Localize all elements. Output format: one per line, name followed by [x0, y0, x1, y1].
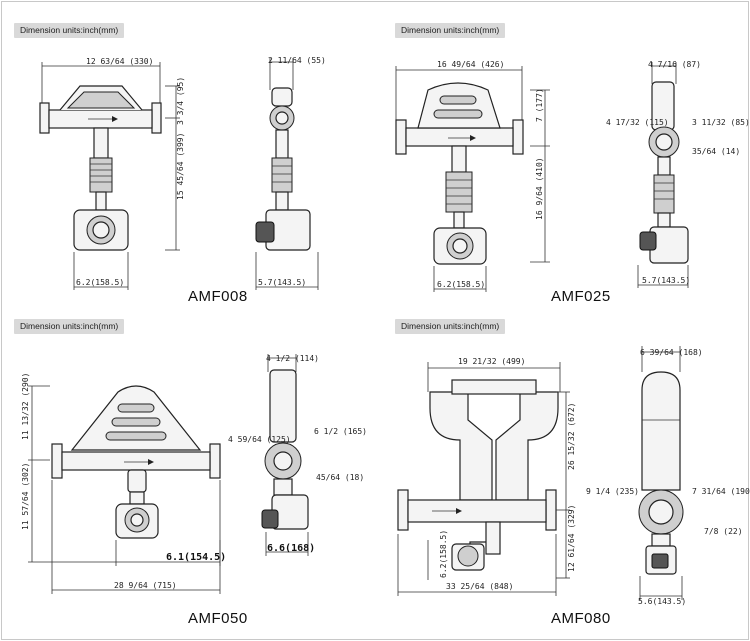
- amf050-side-top-dim: 4 1/2 (114): [266, 354, 319, 363]
- model-label-amf008: AMF008: [188, 288, 248, 305]
- dimension-units-tag: Dimension units:inch(mm): [395, 319, 506, 334]
- amf050-side-small-dim: 45/64 (18): [316, 473, 364, 482]
- dimension-units-tag: Dimension units:inch(mm): [14, 319, 125, 334]
- amf050-base-side-dim: 6.6(168): [267, 543, 315, 554]
- amf080-base-side-dim: 5.6(143.5): [638, 597, 686, 606]
- amf025-height-top-dim: 7 (177): [535, 88, 544, 122]
- dimension-units-tag: Dimension units:inch(mm): [395, 23, 506, 38]
- amf025-side-small-dim: 35/64 (14): [692, 147, 740, 156]
- model-label-amf025: AMF025: [551, 288, 611, 305]
- amf050-height-top-dim: 11 13/32 (290): [21, 373, 30, 440]
- model-label-amf080: AMF080: [551, 610, 611, 627]
- amf080-width-dim: 33 25/64 (848): [446, 582, 513, 591]
- amf080-side-small-dim: 7/8 (22): [704, 527, 743, 536]
- amf025-side-left-dim: 4 17/32 (115): [606, 118, 669, 127]
- amf025-side-top-dim: 4 7/16 (87): [648, 60, 701, 69]
- amf008-side-top-dim: 2 11/64 (55): [268, 56, 326, 65]
- amf008-height-total-dim: 15 45/64 (399): [176, 133, 185, 200]
- amf050-height-total-dim: 11 57/64 (302): [21, 463, 30, 530]
- amf025-side-right-dim: 3 11/32 (85): [692, 118, 750, 127]
- amf080-height-top-dim: 26 15/32 (672): [567, 403, 576, 470]
- amf008-front-view: [39, 62, 180, 290]
- amf008-side-view: [255, 58, 319, 290]
- amf025-width-dim: 16 49/64 (426): [437, 60, 504, 69]
- amf050-front-view: [28, 385, 221, 594]
- dimension-units-tag: Dimension units:inch(mm): [14, 23, 125, 38]
- amf008-base-front-dim: 6.2(158.5): [76, 278, 124, 287]
- amf025-base-front-dim: 6.2(158.5): [437, 280, 485, 289]
- amf008-height-top-dim: 3 3/4 (95): [176, 77, 185, 125]
- amf080-base-front-dim: 6.2(158.5): [439, 530, 448, 578]
- amf080-width-top-dim: 19 21/32 (499): [458, 357, 525, 366]
- amf025-front-view: [395, 66, 550, 292]
- amf050-width-dim: 28 9/64 (715): [114, 581, 177, 590]
- amf080-side-view: [638, 346, 684, 600]
- amf080-side-top-dim: 6 39/64 (168): [640, 348, 703, 357]
- amf050-side-right-dim: 6 1/2 (165): [314, 427, 367, 436]
- model-label-amf050: AMF050: [188, 610, 248, 627]
- amf080-side-right-dim: 7 31/64 (190): [692, 487, 750, 496]
- amf050-base-front-dim: 6.1(154.5): [166, 552, 226, 563]
- amf025-side-view: [637, 62, 689, 288]
- amf080-height-low-dim: 12 61/64 (329): [567, 505, 576, 572]
- amf080-side-left-dim: 9 1/4 (235): [586, 487, 639, 496]
- amf008-base-side-dim: 5.7(143.5): [258, 278, 306, 287]
- amf008-width-dim: 12 63/64 (330): [86, 57, 153, 66]
- amf050-side-left-dim: 4 59/64 (125): [228, 435, 291, 444]
- amf025-height-total-dim: 16 9/64 (410): [535, 157, 544, 220]
- amf050-side-view: [261, 354, 309, 556]
- amf025-base-side-dim: 5.7(143.5): [642, 276, 690, 285]
- amf080-front-view: [397, 362, 570, 596]
